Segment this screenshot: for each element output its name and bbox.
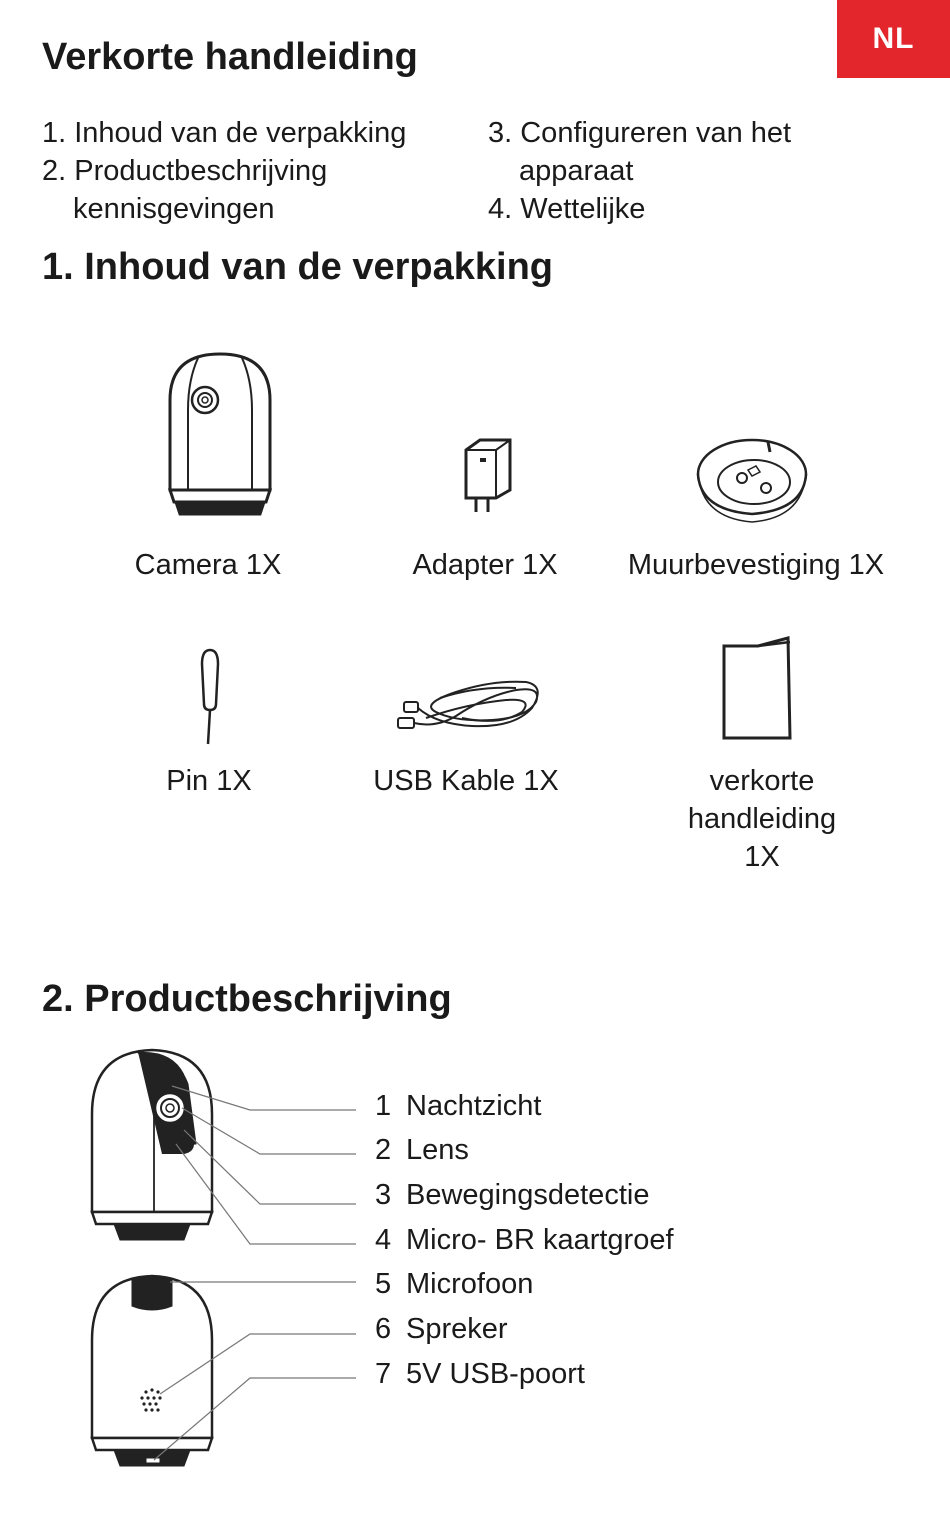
part-label: 1 Nachtzicht — [375, 1090, 541, 1123]
part-number: 7 — [375, 1358, 392, 1390]
language-badge: NL — [837, 0, 950, 78]
part-label: 5 Microfoon — [375, 1268, 533, 1301]
label-line: handleiding — [687, 803, 837, 835]
package-item-label-camera: Camera 1X — [134, 549, 282, 581]
toc-item[interactable]: 1. Inhoud van de verpakking — [42, 117, 407, 149]
toc-item[interactable]: 3. Configureren van het — [488, 117, 792, 149]
part-name: 5V USB-poort — [406, 1358, 585, 1390]
part-name: Nachtzicht — [406, 1090, 542, 1122]
part-number: 3 — [375, 1179, 392, 1211]
section-heading-contents: 1. Inhoud van de verpakking — [42, 246, 554, 288]
part-label: 4 Micro- BR kaartgroef — [375, 1224, 674, 1257]
part-label: 7 5V USB-poort — [375, 1358, 585, 1391]
section-heading-product-description: 2. Productbeschrijving — [42, 978, 452, 1020]
callout-lines — [153, 1085, 356, 1461]
camera-front-view-icon — [90, 1048, 214, 1241]
wall-mount-icon — [696, 438, 808, 523]
toc-item-continuation: apparaat — [519, 155, 634, 187]
part-number: 4 — [375, 1224, 392, 1256]
package-item-label-booklet: verkorte handleiding 1X — [660, 762, 864, 876]
part-number: 5 — [375, 1268, 392, 1300]
toc-item[interactable]: 2. Productbeschrijving — [42, 155, 328, 187]
package-item-label-adapter: Adapter 1X — [412, 549, 558, 581]
part-number: 6 — [375, 1313, 392, 1345]
label-line: verkorte — [709, 765, 815, 797]
package-item-label-pin: Pin 1X — [166, 765, 252, 797]
speaker-grille-icon — [140, 1388, 162, 1412]
camera-icon — [167, 352, 273, 516]
part-name: Lens — [406, 1134, 469, 1166]
document-title: Verkorte handleiding — [42, 36, 418, 78]
package-item-label-usb-cable: USB Kable 1X — [373, 765, 559, 797]
label-line: 1X — [744, 841, 780, 873]
product-diagram — [90, 1048, 356, 1467]
adapter-icon — [464, 438, 512, 512]
toc-left-column: 1. Inhoud van de verpakking 2. Productbe… — [42, 114, 406, 228]
toc-item-continuation: kennisgevingen — [73, 193, 275, 225]
package-item-label-wall-mount: Muurbevestiging 1X — [627, 549, 885, 581]
part-number: 2 — [375, 1134, 392, 1166]
part-label: 3 Bewegingsdetectie — [375, 1179, 649, 1212]
part-name: Spreker — [406, 1313, 508, 1345]
part-label: 6 Spreker — [375, 1313, 508, 1346]
part-label: 2 Lens — [375, 1134, 469, 1167]
part-name: Micro- BR kaartgroef — [406, 1224, 674, 1256]
part-name: Microfoon — [406, 1268, 534, 1300]
camera-back-view-icon — [90, 1274, 214, 1467]
part-number: 1 — [375, 1090, 392, 1122]
toc-right-column: 3. Configureren van het apparaat 4. Wett… — [488, 114, 791, 228]
usb-cable-icon — [397, 680, 539, 729]
booklet-icon — [722, 636, 792, 740]
toc-item[interactable]: 4. Wettelijke — [488, 193, 646, 225]
part-name: Bewegingsdetectie — [406, 1179, 650, 1211]
pin-icon — [200, 648, 220, 745]
